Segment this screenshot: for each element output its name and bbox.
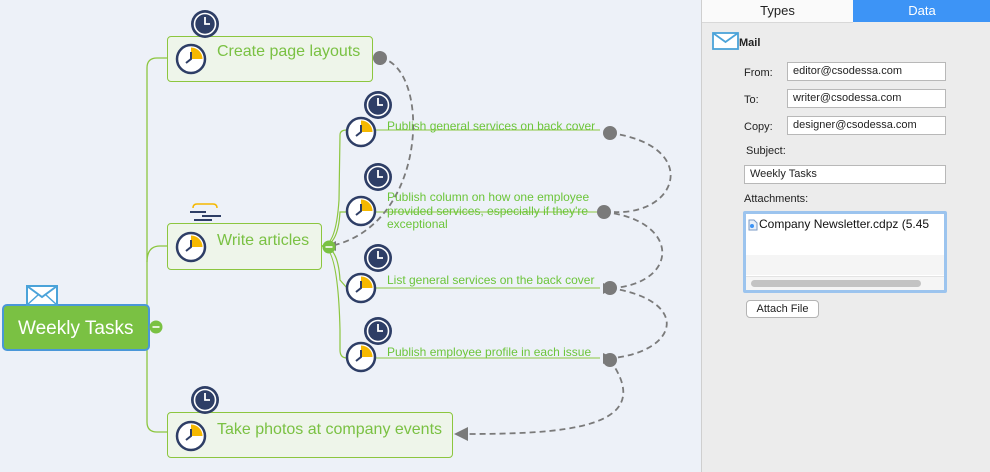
attachments-list[interactable]: Company Newsletter.cdpz (5.45 — [743, 211, 947, 293]
clock-icon[interactable] — [190, 385, 220, 415]
horizontal-scrollbar[interactable] — [746, 276, 944, 290]
mail-section-title: Mail — [739, 37, 761, 49]
progress-clock-icon[interactable] — [345, 272, 377, 304]
collapse-icon[interactable] — [149, 320, 163, 334]
subtopic-label[interactable]: Publish employee profile in each issue — [387, 345, 592, 359]
progress-clock-icon[interactable] — [345, 341, 377, 373]
clock-icon[interactable] — [363, 316, 393, 346]
collapse-icon[interactable] — [322, 240, 336, 254]
topic-create-page-layouts[interactable]: Create page layouts — [167, 36, 373, 82]
copy-label: Copy: — [744, 121, 773, 133]
root-label: Weekly Tasks — [18, 318, 134, 339]
copy-field[interactable]: designer@csodessa.com — [787, 116, 946, 135]
clock-icon[interactable] — [190, 9, 220, 39]
progress-clock-icon[interactable] — [345, 116, 377, 148]
attachment-file-icon — [748, 219, 758, 231]
tab-types[interactable]: Types — [702, 0, 853, 23]
topic-take-photos[interactable]: Take photos at company events — [167, 412, 453, 458]
subject-label: Subject: — [746, 145, 786, 157]
subtopic-label[interactable]: List general services on the back cover — [387, 273, 595, 287]
notes-icon[interactable] — [188, 203, 222, 221]
properties-panel: Types Data Mail From: editor@csodessa.co… — [701, 0, 990, 472]
topic-label: Take photos at company events — [217, 421, 443, 438]
list-item[interactable]: Company Newsletter.cdpz (5.45 — [746, 215, 944, 235]
attach-file-button[interactable]: Attach File — [746, 300, 819, 318]
progress-clock-icon[interactable] — [175, 420, 207, 452]
clock-icon[interactable] — [363, 90, 393, 120]
list-stripe — [746, 255, 944, 275]
scrollbar-thumb[interactable] — [751, 280, 921, 287]
subtopic-label[interactable]: Publish column on how one employee provi… — [387, 190, 590, 231]
mail-icon — [712, 32, 739, 50]
mail-icon[interactable] — [26, 285, 58, 306]
clock-icon[interactable] — [363, 162, 393, 192]
mind-map-canvas[interactable]: Create page layouts Write articles Take … — [0, 0, 701, 472]
progress-clock-icon[interactable] — [175, 231, 207, 263]
topic-label: Write articles — [217, 232, 310, 249]
topic-label: Create page layouts — [217, 43, 361, 60]
from-label: From: — [744, 67, 773, 79]
progress-clock-icon[interactable] — [345, 195, 377, 227]
to-label: To: — [744, 94, 759, 106]
list-stripe — [746, 235, 944, 255]
attachment-filename: Company Newsletter.cdpz (5.45 — [759, 217, 930, 231]
attachments-label: Attachments: — [744, 193, 809, 205]
subtopic-label[interactable]: Publish general services on back cover — [387, 119, 596, 133]
root-topic-weekly-tasks[interactable]: Weekly Tasks — [2, 304, 150, 351]
from-field[interactable]: editor@csodessa.com — [787, 62, 946, 81]
subject-field[interactable]: Weekly Tasks — [744, 165, 946, 184]
tab-data[interactable]: Data — [853, 0, 990, 22]
progress-clock-icon[interactable] — [175, 43, 207, 75]
clock-icon[interactable] — [363, 243, 393, 273]
to-field[interactable]: writer@csodessa.com — [787, 89, 946, 108]
